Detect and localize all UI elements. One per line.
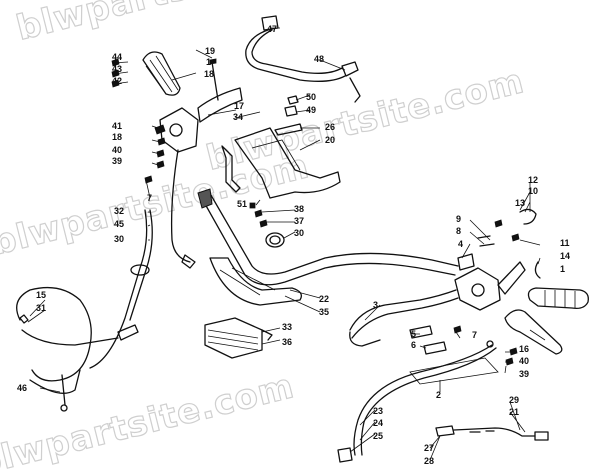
brake-cable xyxy=(349,289,459,347)
callout-45: 45 xyxy=(114,219,124,229)
switch-housing xyxy=(204,317,273,359)
callout-8: 8 xyxy=(456,226,461,236)
callout-28: 28 xyxy=(424,456,434,466)
callout-37: 37 xyxy=(294,216,304,226)
watermark: blwpartsite.com blwpartsite.com blwparts… xyxy=(0,0,529,475)
brake-lever xyxy=(504,309,563,355)
callout-31: 31 xyxy=(36,303,46,313)
callout-16: 16 xyxy=(519,344,529,354)
callout-34: 34 xyxy=(233,112,243,122)
callout-38: 38 xyxy=(294,204,304,214)
callout-40-right: 40 xyxy=(519,356,529,366)
callout-32: 32 xyxy=(114,206,124,216)
callout-40-left: 40 xyxy=(112,145,122,155)
connector-49-50 xyxy=(284,95,299,117)
left-grip xyxy=(142,51,181,96)
callout-13: 13 xyxy=(515,198,525,208)
callout-29: 29 xyxy=(509,395,519,405)
callout-4: 4 xyxy=(458,239,463,249)
callout-30-left: 30 xyxy=(114,234,124,244)
callout-47: 47 xyxy=(267,24,277,34)
choke-cable xyxy=(16,286,139,412)
callout-22: 22 xyxy=(319,294,329,304)
callout-25: 25 xyxy=(373,431,383,441)
right-control-housing xyxy=(454,253,526,311)
callout-11: 11 xyxy=(560,238,570,248)
callout-43: 43 xyxy=(112,64,122,74)
callout-20: 20 xyxy=(325,135,335,145)
callout-18-left: 18 xyxy=(112,132,122,142)
callout-1-right: 1 xyxy=(560,264,565,274)
callout-48: 48 xyxy=(314,54,324,64)
callout-46: 46 xyxy=(17,383,27,393)
mount-bracket xyxy=(221,145,241,193)
callout-26: 26 xyxy=(325,122,335,132)
callout-51: 51 xyxy=(237,199,247,209)
right-grip xyxy=(527,287,589,310)
leader-lines xyxy=(27,27,546,461)
wiring-harness xyxy=(245,15,361,103)
callout-19: 19 xyxy=(205,46,215,56)
callout-10: 10 xyxy=(528,186,538,196)
callout-21: 21 xyxy=(509,407,519,417)
callout-36: 36 xyxy=(282,337,292,347)
right-hardware xyxy=(453,208,541,366)
callout-12: 12 xyxy=(528,175,538,185)
throttle-cable xyxy=(89,149,196,369)
callout-14: 14 xyxy=(560,251,570,261)
callout-24: 24 xyxy=(373,418,383,428)
watermark-text-3: blwpartsite.com xyxy=(203,61,529,179)
handlebar xyxy=(197,188,459,286)
callout-15: 15 xyxy=(36,290,46,300)
callout-50: 50 xyxy=(306,92,316,102)
callout-39-right: 39 xyxy=(519,369,529,379)
callout-18-top: 18 xyxy=(204,69,214,79)
callout-9: 9 xyxy=(456,214,461,224)
watermark-text-1: blwpartsite.com xyxy=(13,0,339,49)
callout-7-right: 7 xyxy=(472,330,477,340)
callout-35: 35 xyxy=(319,307,329,317)
callout-42: 42 xyxy=(112,76,122,86)
handlebar-pad xyxy=(234,123,341,199)
heater-wire-assembly xyxy=(435,425,549,441)
callout-7-left: 7 xyxy=(147,193,152,203)
watermark-text-4: blwpartsite.com xyxy=(0,366,298,475)
callout-33: 33 xyxy=(282,322,292,332)
callout-1-left: 1 xyxy=(206,57,211,67)
hardware-37-38 xyxy=(249,202,285,248)
callout-41: 41 xyxy=(112,121,122,131)
callout-5: 5 xyxy=(411,329,416,339)
callout-23: 23 xyxy=(373,406,383,416)
callout-44: 44 xyxy=(112,52,122,62)
callout-30-mid: 30 xyxy=(294,228,304,238)
callout-3: 3 xyxy=(373,300,378,310)
callout-27: 27 xyxy=(424,443,434,453)
part-callouts: 47 19 44 1 48 43 18 42 50 17 49 34 41 26… xyxy=(17,24,570,466)
callout-17: 17 xyxy=(234,101,244,111)
callout-2: 2 xyxy=(436,390,441,400)
callout-39-left: 39 xyxy=(112,156,122,166)
callout-49: 49 xyxy=(306,105,316,115)
callout-6: 6 xyxy=(411,340,416,350)
